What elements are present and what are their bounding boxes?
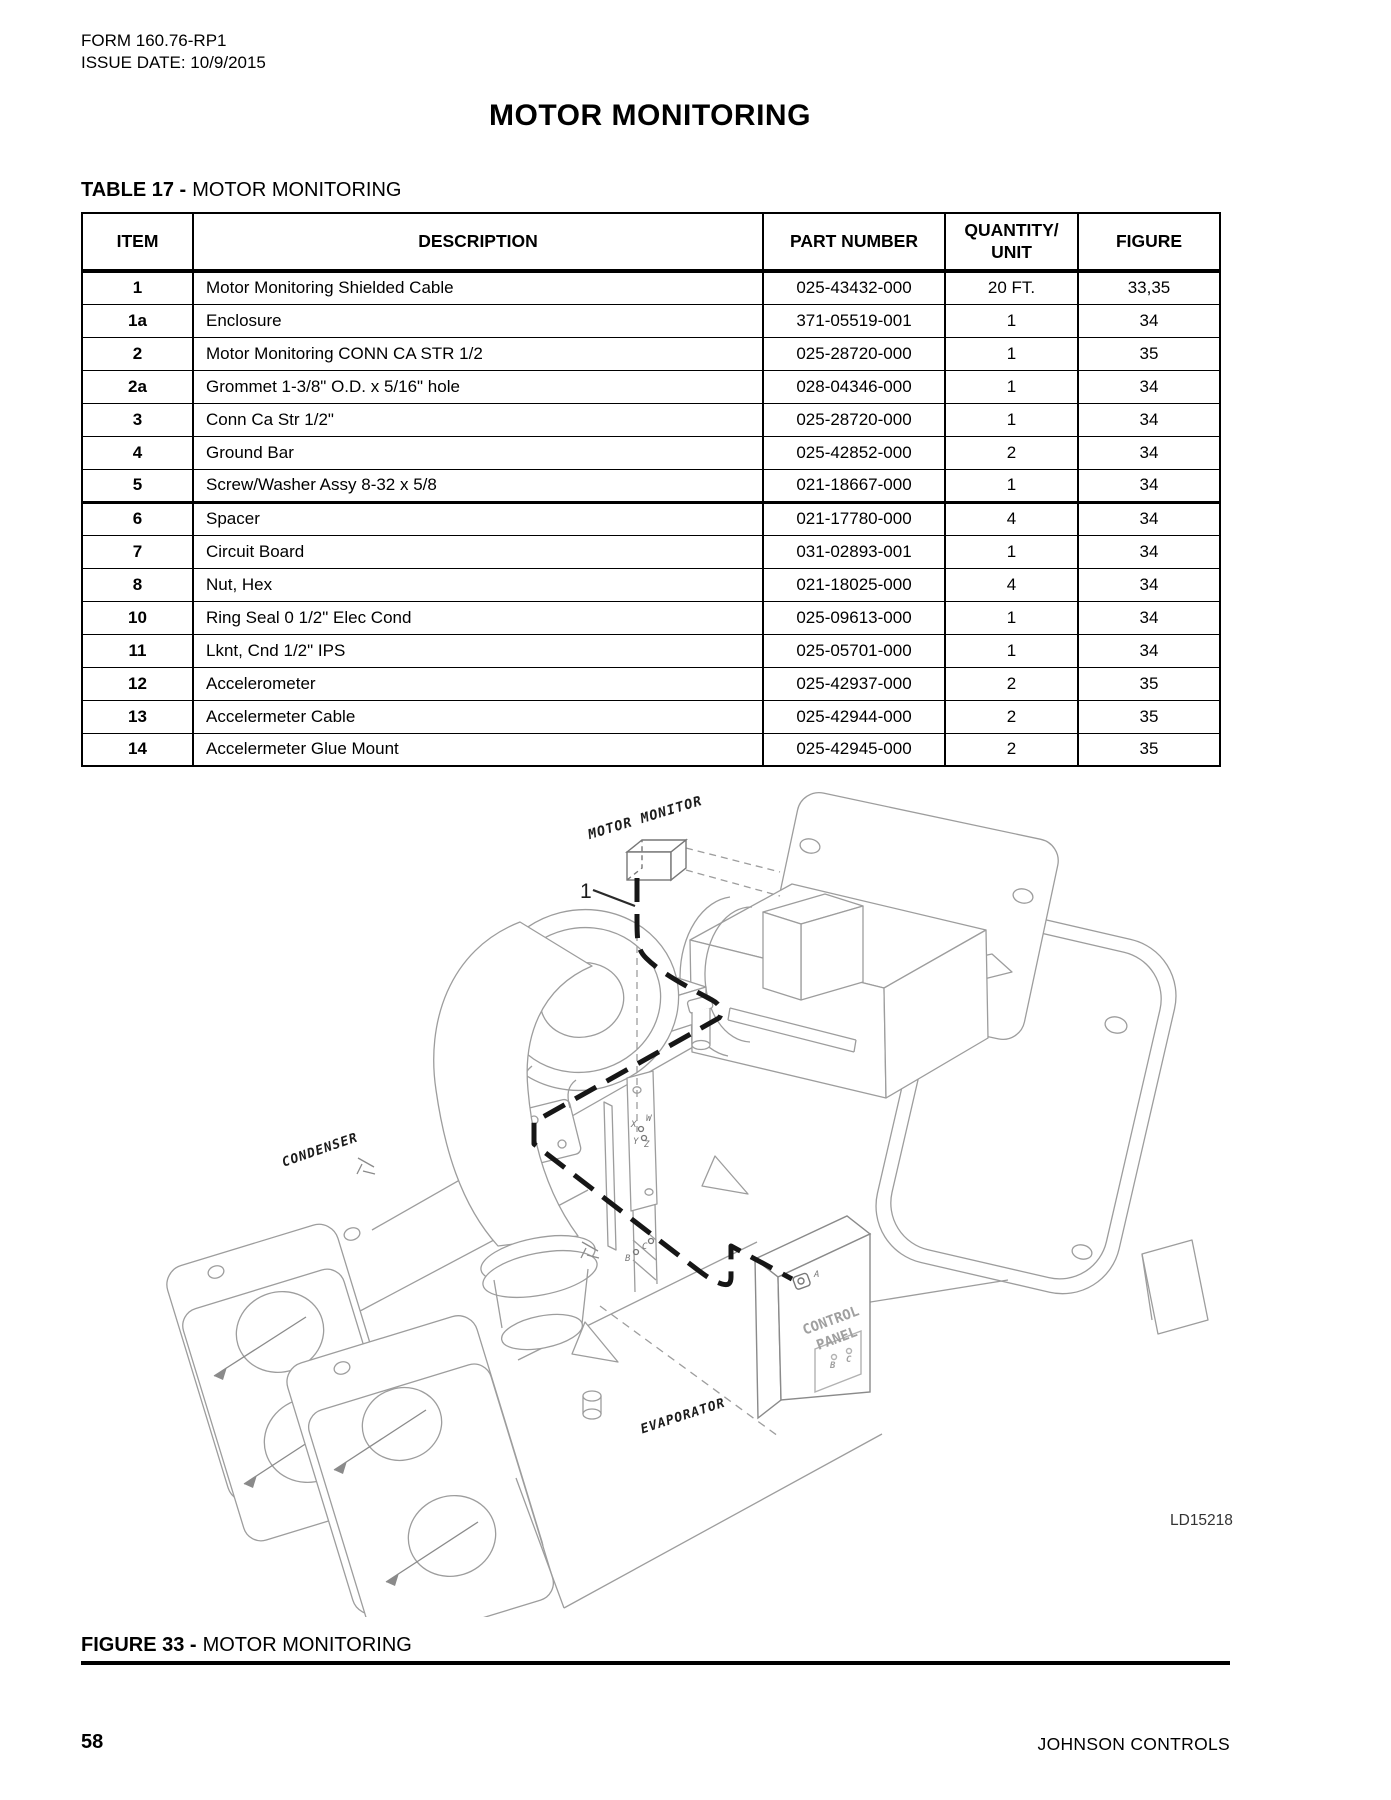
motor-base-rail — [727, 1007, 857, 1053]
col-header-quantity: QUANTITY/UNIT — [944, 212, 1079, 273]
support-foot-edge — [1141, 1253, 1153, 1321]
figure-caption: FIGURE 33 -MOTOR MONITORING — [81, 1634, 412, 1657]
col-header-part-number: PART NUMBER — [762, 212, 946, 273]
bolt-hole — [343, 1227, 361, 1241]
grommet-hole — [647, 1237, 655, 1245]
flow-arrows-evaporator — [333, 1409, 479, 1586]
callout-leader-line — [592, 888, 636, 908]
bolt-hole — [1104, 1016, 1128, 1034]
issue-date: ISSUE DATE: 10/9/2015 — [81, 53, 266, 73]
col-header-description: DESCRIPTION — [192, 212, 764, 273]
table-label-title: MOTOR MONITORING — [192, 179, 402, 201]
bolt-hole — [1012, 888, 1034, 904]
cable-clamp — [580, 1241, 600, 1259]
bolt-hole — [207, 1265, 225, 1279]
motor-monitor-cable — [531, 878, 794, 1288]
col-header-item: ITEM — [81, 212, 194, 273]
page-header: FORM 160.76-RP1 ISSUE DATE: 10/9/2015 — [81, 30, 266, 74]
figure-33-diagram: 1 MOTOR MONITOR CONDENSER EVAPORATOR CON… — [166, 792, 1233, 1617]
figure-caption-title: MOTOR MONITORING — [202, 1634, 412, 1656]
drawing-id: LD15218 — [1170, 1512, 1233, 1529]
panel-c-label: C — [846, 1355, 852, 1365]
col-header-figure: FIGURE — [1077, 212, 1221, 273]
table-header-row: ITEM DESCRIPTION PART NUMBER QUANTITY/UN… — [81, 212, 1221, 273]
terminal-z-label: Z — [643, 1140, 650, 1150]
evaporator-label: EVAPORATOR — [639, 1396, 728, 1438]
bolt-hole — [1071, 1244, 1093, 1260]
motor-monitor-box — [625, 838, 688, 882]
bolt-hole — [333, 1361, 351, 1375]
evaporator-waterbox — [286, 1315, 554, 1617]
cable-clamp — [356, 1157, 376, 1175]
motor-junction-box — [762, 893, 864, 1001]
motor-monitor-label: MOTOR MONITOR — [585, 793, 704, 843]
terminal-bracket — [603, 1070, 658, 1293]
parts-table: ITEM DESCRIPTION PART NUMBER QUANTITY/UN… — [81, 212, 1221, 767]
deck-keel — [515, 1433, 883, 1609]
deck-cylinder — [582, 1390, 602, 1420]
control-panel — [753, 1215, 872, 1420]
grommet-hole — [637, 1125, 645, 1133]
support-foot — [1141, 1239, 1209, 1335]
condenser-label: CONDENSER — [280, 1130, 360, 1170]
page-title: MOTOR MONITORING — [489, 99, 811, 132]
terminal-w-label: W — [646, 1114, 653, 1124]
figure-caption-prefix: FIGURE 33 - — [81, 1634, 197, 1656]
company-name: JOHNSON CONTROLS — [1037, 1734, 1230, 1754]
grommet-hole — [632, 1248, 640, 1256]
monitor-hidden-line — [685, 847, 781, 897]
panel-hole-c — [845, 1347, 853, 1355]
callout-1: 1 — [580, 880, 592, 903]
footer-rule — [81, 1661, 1230, 1665]
terminal-y-label: Y — [633, 1137, 639, 1147]
hatch-triangle — [571, 1321, 619, 1363]
terminal-x-label: X — [630, 1120, 637, 1130]
bolt-hole — [799, 838, 821, 854]
panel-grommet-a-label: A — [813, 1270, 819, 1280]
table-label: TABLE 17 -MOTOR MONITORING — [81, 179, 401, 202]
form-number: FORM 160.76-RP1 — [81, 31, 227, 50]
panel-hole-b — [830, 1353, 838, 1361]
table-label-prefix: TABLE 17 - — [81, 179, 187, 201]
pipe-flange — [480, 1234, 598, 1351]
panel-b-label: B — [829, 1361, 836, 1371]
deck-hidden-line — [599, 1305, 779, 1437]
hatch-triangle — [701, 1155, 749, 1195]
grommet-hole — [640, 1134, 648, 1142]
suction-pipe — [433, 921, 593, 1247]
grommet-b-label: B — [625, 1254, 631, 1264]
page-number: 58 — [81, 1731, 104, 1753]
grommet-c-label: C — [642, 1242, 648, 1252]
